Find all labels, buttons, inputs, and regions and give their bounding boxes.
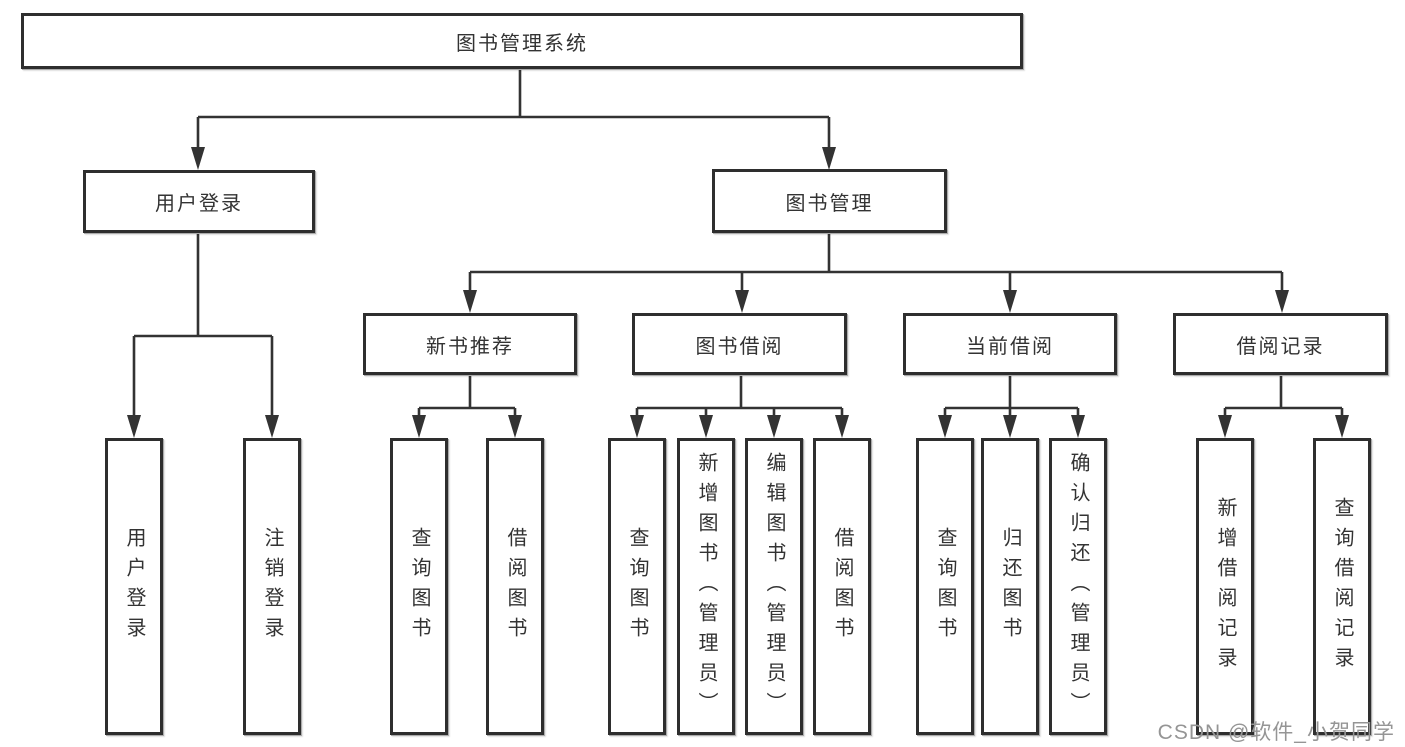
node-current-borrowing: 当前借阅 xyxy=(903,313,1117,375)
node-book-management: 图书管理 xyxy=(712,169,947,233)
connector-user-login-children xyxy=(127,232,279,438)
node-leaf-query-borrow-record: 查询借阅记录 xyxy=(1313,438,1371,735)
node-leaf-query-books-1: 查询图书 xyxy=(390,438,448,735)
leaf-label: 查询图书 xyxy=(934,526,956,647)
leaf-label: 查询借阅记录 xyxy=(1331,496,1353,677)
leaf-label: 查询图书 xyxy=(408,526,430,647)
connector-new-book-children xyxy=(412,375,522,438)
node-leaf-logout: 注销登录 xyxy=(243,438,301,735)
node-root-system: 图书管理系统 xyxy=(21,13,1023,69)
node-book-borrowing: 图书借阅 xyxy=(632,313,847,375)
leaf-label: 借阅图书 xyxy=(831,526,853,647)
node-leaf-user-login: 用户登录 xyxy=(105,438,163,735)
connector-current-borrowing-children xyxy=(938,375,1085,438)
connector-book-management-children xyxy=(463,233,1289,313)
leaf-label: 查询图书 xyxy=(626,526,648,647)
node-leaf-borrow-books-1: 借阅图书 xyxy=(486,438,544,735)
leaf-label: 用户登录 xyxy=(123,526,145,647)
node-leaf-query-books-2: 查询图书 xyxy=(608,438,666,735)
node-leaf-return-books: 归还图书 xyxy=(981,438,1039,735)
node-leaf-add-books-admin: 新增图书（管理员） xyxy=(677,438,735,735)
csdn-watermark: CSDN @软件_小贺同学 xyxy=(1157,721,1395,744)
node-leaf-borrow-books-2: 借阅图书 xyxy=(813,438,871,735)
node-leaf-confirm-return-admin: 确认归还（管理员） xyxy=(1049,438,1107,735)
node-leaf-add-borrow-record: 新增借阅记录 xyxy=(1196,438,1254,735)
leaf-label: 借阅图书 xyxy=(504,526,526,647)
leaf-label: 新增图书（管理员） xyxy=(695,451,717,722)
leaf-label: 新增借阅记录 xyxy=(1214,496,1236,677)
node-leaf-query-books-3: 查询图书 xyxy=(916,438,974,735)
node-user-login: 用户登录 xyxy=(83,170,315,233)
node-borrowing-records: 借阅记录 xyxy=(1173,313,1388,375)
connector-book-borrowing-children xyxy=(630,375,849,438)
node-leaf-edit-books-admin: 编辑图书（管理员） xyxy=(745,438,803,735)
node-new-book-recommend: 新书推荐 xyxy=(363,313,577,375)
connector-borrowing-records-children xyxy=(1218,375,1349,438)
leaf-label: 确认归还（管理员） xyxy=(1067,451,1089,722)
leaf-label: 归还图书 xyxy=(999,526,1021,647)
leaf-label: 编辑图书（管理员） xyxy=(763,451,785,722)
leaf-label: 注销登录 xyxy=(261,526,283,647)
connector-root-to-level2 xyxy=(191,68,836,170)
